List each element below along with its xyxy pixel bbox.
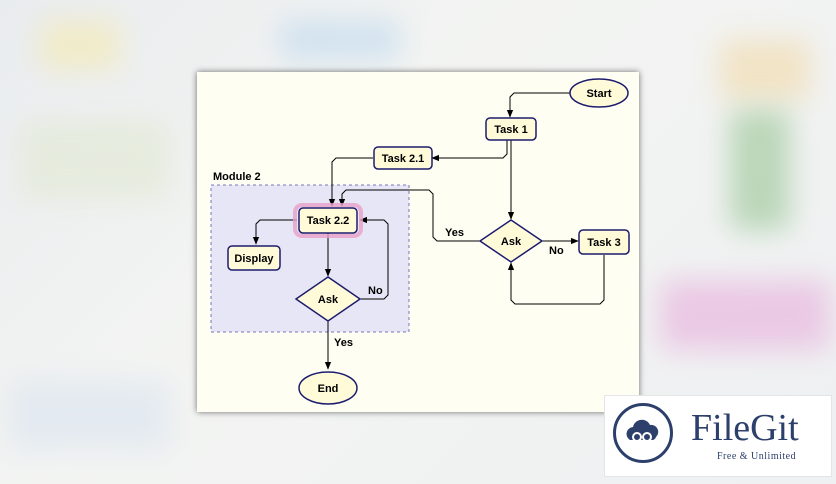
node-task3-label: Task 3 <box>587 237 620 249</box>
edge-label-no-left: No <box>368 285 383 297</box>
node-end-label: End <box>318 383 339 395</box>
watermark-tagline: Free & Unlimited <box>717 451 797 462</box>
edge-task21-task22 <box>328 157 373 207</box>
node-ask-right-shape[interactable] <box>478 219 544 263</box>
edge-label-yes-right: Yes <box>445 227 464 239</box>
edge-task1-task21 <box>431 140 508 162</box>
module-2-label: Module 2 <box>213 171 261 183</box>
node-task22-highlight <box>293 203 363 238</box>
node-task21-shape[interactable] <box>373 146 433 170</box>
node-ask-left-label: Ask <box>318 294 339 306</box>
edges <box>252 92 605 370</box>
edge-askright-task22 <box>338 189 480 242</box>
edge-askleft-task22 <box>359 216 389 300</box>
node-start-label: Start <box>586 88 611 100</box>
flowchart-svg: Module 2 No Yes <box>210 78 630 405</box>
node-end-shape[interactable] <box>298 371 358 405</box>
node-task3-shape[interactable] <box>578 229 630 255</box>
edge-label-no-right: No <box>549 245 564 257</box>
edge-task22-display <box>252 219 297 245</box>
node-task21-label: Task 2.1 <box>382 153 425 165</box>
node-display-shape[interactable] <box>227 245 281 271</box>
edge-label-yes-left: Yes <box>334 337 353 349</box>
node-task22-shape[interactable] <box>298 207 358 234</box>
node-start-shape[interactable] <box>569 78 629 108</box>
watermark-name: FileGit <box>691 407 799 449</box>
node-display-label: Display <box>234 253 274 265</box>
node-ask-right-label: Ask <box>501 236 522 248</box>
flowchart-canvas: Module 2 No Yes <box>197 72 639 412</box>
node-task1-shape[interactable] <box>485 117 537 141</box>
node-task22-label: Task 2.2 <box>307 215 350 227</box>
node-task1-label: Task 1 <box>494 124 527 136</box>
filegit-watermark: FileGit Free & Unlimited <box>604 395 832 477</box>
edge-task3-askright <box>507 255 605 305</box>
node-ask-left-shape[interactable] <box>294 276 362 322</box>
cloud-icon <box>613 403 673 463</box>
edge-start-task1 <box>506 92 570 118</box>
